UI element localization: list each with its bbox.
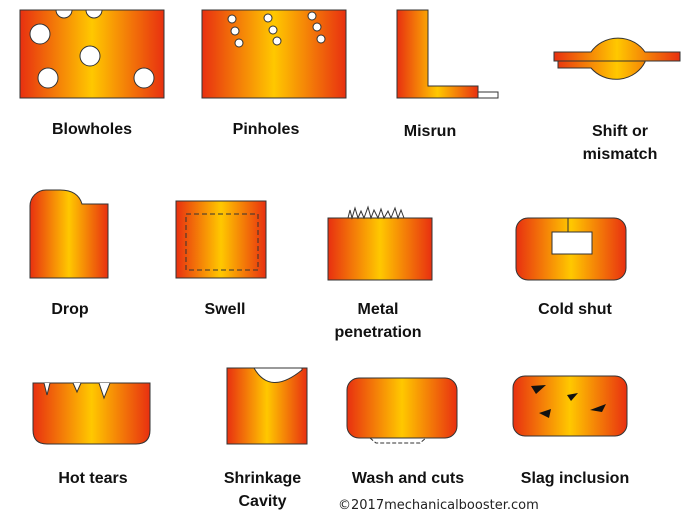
drop-shape xyxy=(29,189,109,279)
label-pinholes: Pinholes xyxy=(232,121,300,138)
wash-and-cuts-shape xyxy=(346,377,458,444)
copyright-text: ©2017mechanicalbooster.com xyxy=(338,498,539,513)
slag-particles xyxy=(531,385,606,418)
label-blowholes: Blowholes xyxy=(51,121,132,138)
swell-shape xyxy=(175,200,267,279)
label-drop: Drop xyxy=(51,301,89,318)
hot-tears-shape xyxy=(32,382,151,445)
pinholes-shape xyxy=(201,9,347,99)
cold-shut-shape xyxy=(515,217,627,281)
label-shrinkage-cavity: Shrinkage Cavity xyxy=(223,470,302,510)
blowholes-shape xyxy=(19,9,165,99)
slag-inclusion-shape xyxy=(512,375,628,437)
misrun-shape xyxy=(396,9,499,99)
label-hot-tears: Hot tears xyxy=(58,470,128,487)
label-swell: Swell xyxy=(204,301,246,318)
blowhole-voids xyxy=(29,9,155,89)
shift-shape xyxy=(553,37,681,80)
label-misrun: Misrun xyxy=(403,123,457,140)
label-wash-and-cuts: Wash and cuts xyxy=(351,470,465,487)
shrinkage-cavity-shape xyxy=(226,367,308,445)
metal-penetration-shape xyxy=(327,205,433,281)
label-slag-inclusion: Slag inclusion xyxy=(520,470,630,487)
label-cold-shut: Cold shut xyxy=(538,301,612,318)
label-metal-penetration: Metal penetration xyxy=(334,301,422,341)
label-shift-or-mismatch: Shift or mismatch xyxy=(582,123,658,163)
